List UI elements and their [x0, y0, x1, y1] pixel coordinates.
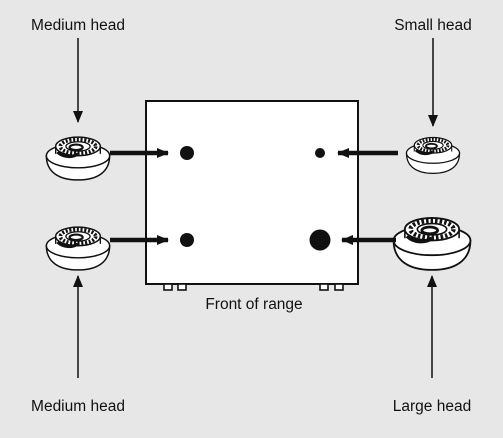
cooktop-feet [163, 283, 344, 291]
label-bottom-right: Large head [393, 398, 471, 415]
label-bottom-left: Medium head [31, 398, 125, 415]
position-dot-top-right [315, 148, 325, 158]
label-top-left: Medium head [31, 17, 125, 34]
position-dot-bottom-left [180, 233, 194, 247]
label-top-right: Small head [394, 17, 472, 34]
small-burner-head-top-right [404, 135, 462, 175]
medium-burner-head-top-left [44, 135, 112, 182]
position-dot-bottom-right [309, 229, 331, 251]
position-dot-top-left [180, 146, 194, 160]
large-burner-head-bottom-right [394, 218, 471, 270]
medium-burner-head-bottom-left [44, 225, 112, 272]
cooktop-outline [145, 100, 359, 285]
label-front-of-range: Front of range [205, 296, 302, 313]
